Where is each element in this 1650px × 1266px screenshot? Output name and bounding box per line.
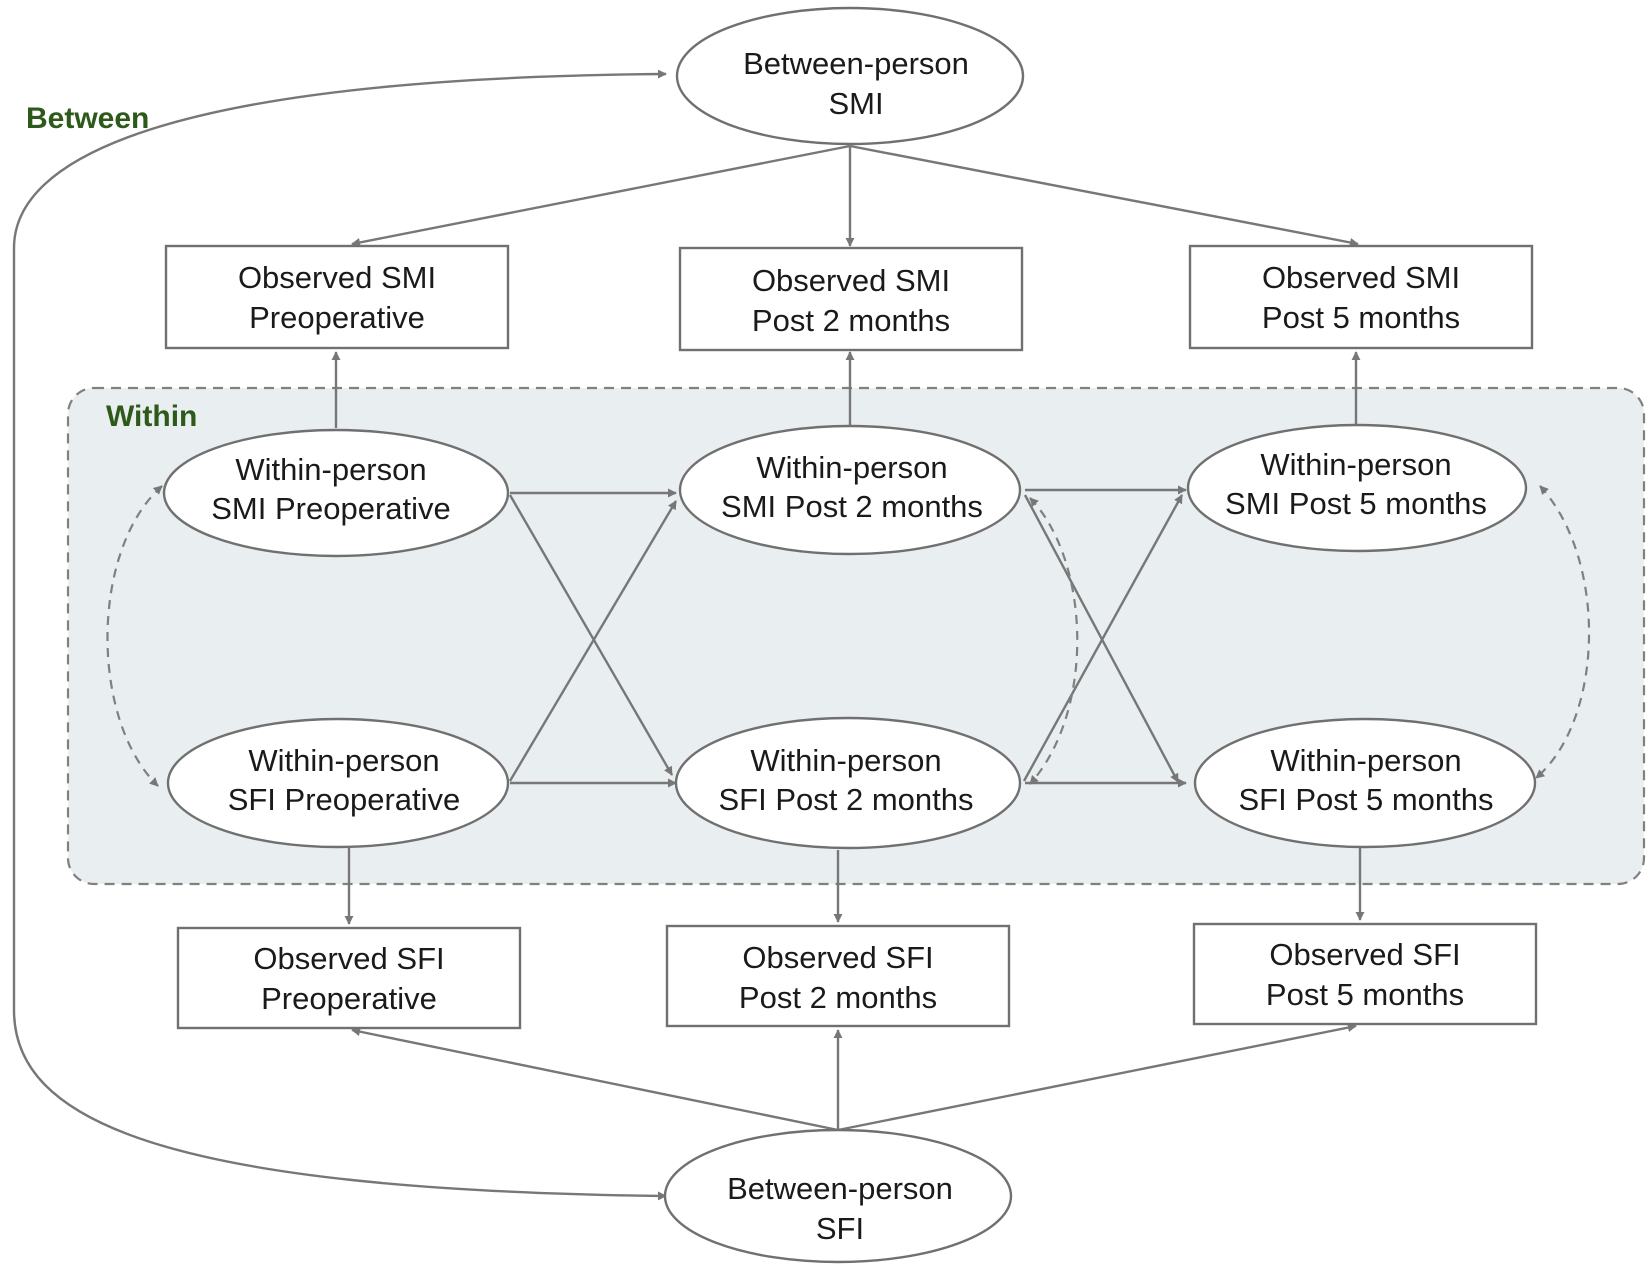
node-obs-smi-pre-line2: Preoperative <box>249 300 425 335</box>
edge-bsfi-obs-5 <box>837 1023 1357 1132</box>
between-curve-smi <box>12 69 667 620</box>
node-within-smi-5-line2: SMI Post 5 months <box>1225 486 1487 521</box>
edge-bsmi-obs-5 <box>849 144 1359 247</box>
node-obs-smi-pre-line1: Observed SMI <box>238 260 436 295</box>
node-within-smi-2-line1: Within-person <box>756 450 947 485</box>
node-obs-sfi-2: Observed SFI Post 2 months <box>665 924 1011 1028</box>
node-within-smi-5-line1: Within-person <box>1260 447 1451 482</box>
edge-cl-sfi-2-smi-5 <box>1022 494 1184 782</box>
node-between-sfi-line1: Between-person <box>727 1171 953 1206</box>
node-within-sfi-pre-line1: Within-person <box>248 743 439 778</box>
edge-cl-smi-pre-sfi-2 <box>508 494 674 776</box>
node-obs-sfi-2-line1: Observed SFI <box>742 940 933 975</box>
node-obs-sfi-5: Observed SFI Post 5 months <box>1192 922 1538 1026</box>
node-obs-sfi-pre-line2: Preoperative <box>261 981 437 1016</box>
node-obs-smi-2-line1: Observed SMI <box>752 263 950 298</box>
edge-cl-sfi-pre-smi-2 <box>508 500 678 782</box>
node-obs-smi-5-line2: Post 5 months <box>1262 300 1460 335</box>
node-within-sfi-2-line1: Within-person <box>750 743 941 778</box>
node-obs-smi-5-line1: Observed SMI <box>1262 260 1460 295</box>
node-within-smi-2-line2: SMI Post 2 months <box>721 489 983 524</box>
node-between-smi-line1: Between-person <box>743 46 969 81</box>
within-label: Within <box>106 400 197 433</box>
node-within-smi-5: Within-person SMI Post 5 months <box>1186 423 1528 553</box>
node-obs-smi-pre: Observed SMI Preoperative <box>164 244 510 350</box>
node-between-sfi: Between-person SFI <box>663 1128 1013 1264</box>
cov-post-5 <box>1535 485 1591 779</box>
node-obs-smi-5: Observed SMI Post 5 months <box>1188 244 1534 350</box>
node-between-sfi-line2: SFI <box>816 1211 864 1246</box>
node-obs-sfi-pre: Observed SFI Preoperative <box>176 926 522 1030</box>
node-within-smi-pre-line1: Within-person <box>235 452 426 487</box>
node-between-smi: Between-person SMI <box>675 6 1025 146</box>
node-within-sfi-pre-line2: SFI Preoperative <box>228 782 461 817</box>
node-within-sfi-pre: Within-person SFI Preoperative <box>166 717 510 849</box>
node-within-sfi-2-line2: SFI Post 2 months <box>719 782 974 817</box>
node-obs-sfi-5-line2: Post 5 months <box>1266 977 1464 1012</box>
node-between-smi-line2: SMI <box>828 86 883 121</box>
node-within-sfi-5-line1: Within-person <box>1270 743 1461 778</box>
edge-bsfi-obs-pre <box>351 1027 839 1132</box>
node-obs-smi-2: Observed SMI Post 2 months <box>678 246 1024 352</box>
cov-pre <box>106 485 163 787</box>
node-obs-sfi-5-line1: Observed SFI <box>1269 937 1460 972</box>
node-within-sfi-5: Within-person SFI Post 5 months <box>1193 717 1537 849</box>
between-curve-sfi <box>12 620 667 1201</box>
node-within-smi-pre: Within-person SMI Preoperative <box>162 428 510 558</box>
edge-bsmi-obs-pre <box>351 144 851 247</box>
node-within-smi-2: Within-person SMI Post 2 months <box>678 424 1022 556</box>
node-within-sfi-2: Within-person SFI Post 2 months <box>674 716 1022 850</box>
between-label: Between <box>26 102 149 135</box>
node-within-sfi-5-line2: SFI Post 5 months <box>1239 782 1494 817</box>
node-obs-sfi-2-line2: Post 2 months <box>739 980 937 1015</box>
node-obs-smi-2-line2: Post 2 months <box>752 303 950 338</box>
node-within-smi-pre-line2: SMI Preoperative <box>211 491 451 526</box>
cov-post-2 <box>1029 497 1079 785</box>
node-obs-sfi-pre-line1: Observed SFI <box>253 941 444 976</box>
